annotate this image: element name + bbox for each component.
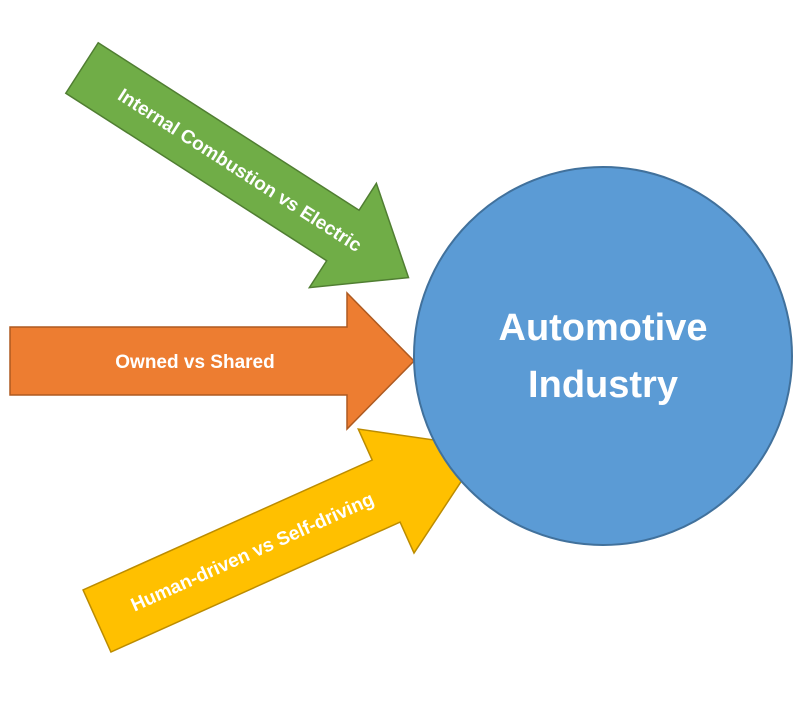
arrow-shape	[82, 428, 486, 654]
arrow-owned-vs-shared: Owned vs Shared	[9, 291, 416, 431]
hub-circle	[413, 166, 793, 546]
arrow-label: Internal Combustion vs Electric	[114, 85, 366, 257]
arrow-label: Owned vs Shared	[115, 352, 274, 373]
arrow-internal-combustion-vs-electric: Internal Combustion vs Electric	[64, 41, 410, 289]
automotive-industry-hub: Automotive Industry	[413, 166, 793, 546]
hub-label-line1: Automotive	[499, 307, 708, 349]
arrow-shape	[64, 41, 410, 289]
arrow-shape	[9, 291, 416, 431]
hub-label-line2: Industry	[528, 364, 678, 406]
